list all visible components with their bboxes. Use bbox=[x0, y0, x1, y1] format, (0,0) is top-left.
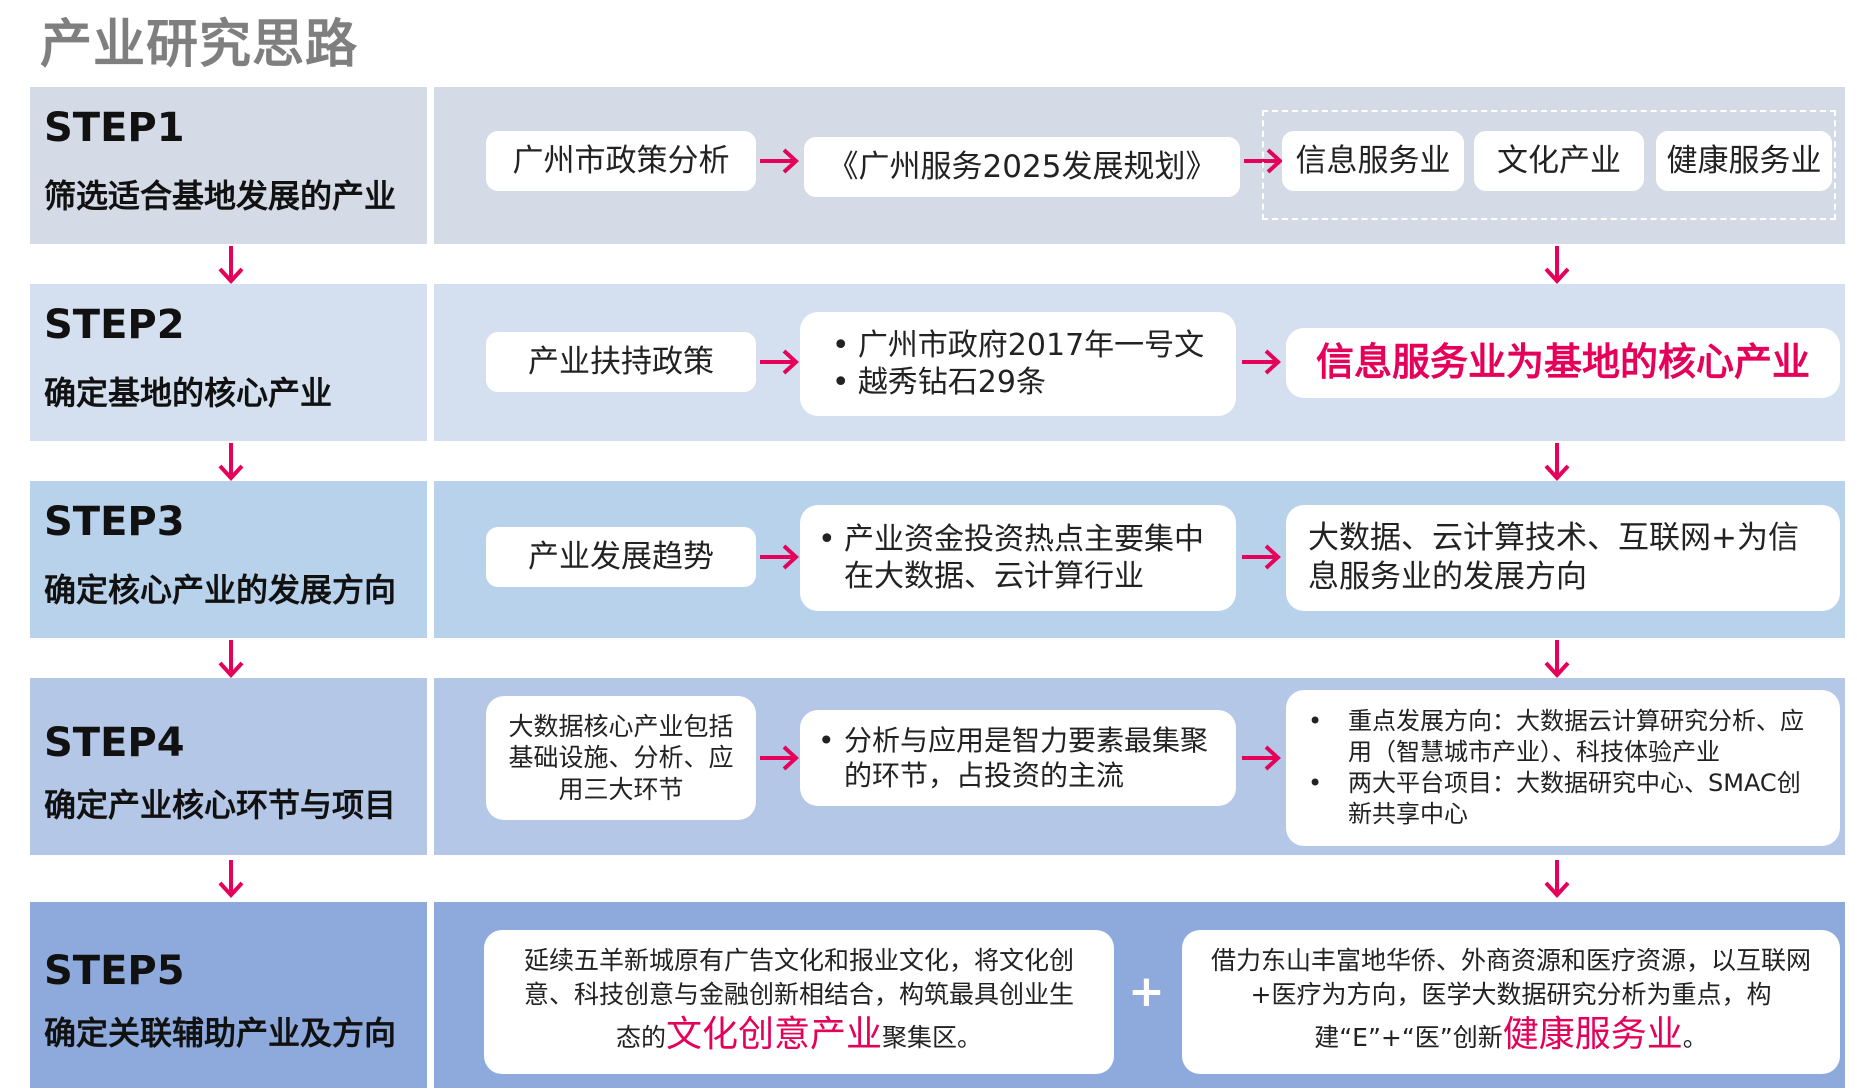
step2-policy-box: 产业扶持政策 bbox=[486, 332, 756, 392]
step1-description: 筛选适合基地发展的产业 bbox=[44, 177, 397, 215]
step1-industry-group bbox=[1262, 110, 1836, 220]
arrow-right-icon bbox=[760, 349, 799, 375]
arrow-down-icon bbox=[218, 860, 244, 898]
step1-number: STEP1 bbox=[44, 105, 185, 151]
step5-culture-text: 延续五羊新城原有广告文化和报业文化，将文化创意、科技创意与金融创新相结合，构筑最… bbox=[512, 944, 1086, 1060]
step5-content-panel: 延续五羊新城原有广告文化和报业文化，将文化创意、科技创意与金融创新相结合，构筑最… bbox=[434, 902, 1845, 1088]
step3-label-panel: STEP3 确定核心产业的发展方向 bbox=[30, 481, 427, 638]
step2-content-panel: 产业扶持政策 广州市政府2017年一号文 越秀钻石29条 信息服务业为基地的核心… bbox=[434, 284, 1845, 441]
arrow-right-icon bbox=[1242, 349, 1281, 375]
arrow-right-icon bbox=[760, 544, 799, 570]
step4-label-panel: STEP4 确定产业核心环节与项目 bbox=[30, 678, 427, 855]
step3-invest-box: 产业资金投资热点主要集中在大数据、云计算行业 bbox=[800, 505, 1236, 611]
step5-health-post: 。 bbox=[1682, 1023, 1708, 1053]
step4-analysis-list: 分析与应用是智力要素最集聚的环节，占投资的主流 bbox=[818, 723, 1218, 793]
plus-icon: + bbox=[1128, 966, 1165, 1017]
step5-health-highlight: 健康服务业 bbox=[1502, 1014, 1683, 1056]
step1-plan-box: 《广州服务2025发展规划》 bbox=[804, 137, 1240, 197]
step3-band: STEP3 确定核心产业的发展方向 产业发展趋势 产业资金投资热点主要集中在大数… bbox=[30, 481, 1845, 638]
arrow-right-icon bbox=[760, 745, 799, 771]
arrow-down-icon bbox=[1544, 443, 1570, 481]
step5-health-pre: 借力东山丰富地华侨、外商资源和医疗资源，以互联网+医疗为方向，医学大数据研究分析… bbox=[1210, 945, 1811, 1053]
arrow-right-icon bbox=[1242, 745, 1281, 771]
step5-label-panel: STEP5 确定关联辅助产业及方向 bbox=[30, 902, 427, 1088]
step3-direction-box: 大数据、云计算技术、互联网+为信息服务业的发展方向 bbox=[1286, 505, 1840, 611]
step5-description: 确定关联辅助产业及方向 bbox=[44, 1014, 397, 1052]
step2-description: 确定基地的核心产业 bbox=[44, 374, 333, 412]
step2-core-industry-box: 信息服务业为基地的核心产业 bbox=[1286, 328, 1840, 398]
arrow-down-icon bbox=[1544, 246, 1570, 284]
step5-health-text: 借力东山丰富地华侨、外商资源和医疗资源，以互联网+医疗为方向，医学大数据研究分析… bbox=[1210, 944, 1812, 1060]
step1-tag-culture: 文化产业 bbox=[1474, 131, 1644, 191]
arrow-right-icon bbox=[760, 148, 799, 174]
step4-number: STEP4 bbox=[44, 720, 185, 766]
step4-description: 确定产业核心环节与项目 bbox=[44, 786, 397, 824]
step4-band: STEP4 确定产业核心环节与项目 大数据核心产业包括基础设施、分析、应用三大环… bbox=[30, 678, 1845, 855]
arrow-down-icon bbox=[1544, 860, 1570, 898]
step3-trend-box: 产业发展趋势 bbox=[486, 527, 756, 587]
step5-number: STEP5 bbox=[44, 948, 185, 994]
step1-tag-info-service: 信息服务业 bbox=[1282, 131, 1464, 191]
list-item: 两大平台项目：大数据研究中心、SMAC创新共享中心 bbox=[1308, 768, 1820, 830]
list-item: 重点发展方向：大数据云计算研究分析、应用（智慧城市产业）、科技体验产业 bbox=[1308, 706, 1820, 768]
step2-docs-box: 广州市政府2017年一号文 越秀钻石29条 bbox=[800, 312, 1236, 416]
arrow-down-icon bbox=[218, 246, 244, 284]
arrow-down-icon bbox=[218, 640, 244, 678]
step5-health-box: 借力东山丰富地华侨、外商资源和医疗资源，以互联网+医疗为方向，医学大数据研究分析… bbox=[1182, 930, 1840, 1074]
step2-docs-list: 广州市政府2017年一号文 越秀钻石29条 bbox=[832, 327, 1204, 402]
arrow-down-icon bbox=[218, 443, 244, 481]
step1-tag-health: 健康服务业 bbox=[1656, 131, 1832, 191]
step1-content-panel: 广州市政策分析 《广州服务2025发展规划》 信息服务业 文化产业 健康服务业 bbox=[434, 87, 1845, 244]
step4-analysis-box: 分析与应用是智力要素最集聚的环节，占投资的主流 bbox=[800, 710, 1236, 806]
step1-band: STEP1 筛选适合基地发展的产业 广州市政策分析 《广州服务2025发展规划》… bbox=[30, 87, 1845, 244]
arrow-down-icon bbox=[1544, 640, 1570, 678]
step3-content-panel: 产业发展趋势 产业资金投资热点主要集中在大数据、云计算行业 大数据、云计算技术、… bbox=[434, 481, 1845, 638]
step4-projects-box: 重点发展方向：大数据云计算研究分析、应用（智慧城市产业）、科技体验产业 两大平台… bbox=[1286, 690, 1840, 846]
step2-number: STEP2 bbox=[44, 302, 185, 348]
list-item: 产业资金投资热点主要集中在大数据、云计算行业 bbox=[818, 521, 1218, 596]
step2-band: STEP2 确定基地的核心产业 产业扶持政策 广州市政府2017年一号文 越秀钻… bbox=[30, 284, 1845, 441]
step3-description: 确定核心产业的发展方向 bbox=[44, 571, 397, 609]
list-item: 越秀钻石29条 bbox=[832, 364, 1204, 402]
step5-culture-highlight: 文化创意产业 bbox=[665, 1014, 882, 1056]
step5-culture-box: 延续五羊新城原有广告文化和报业文化，将文化创意、科技创意与金融创新相结合，构筑最… bbox=[484, 930, 1114, 1074]
step2-label-panel: STEP2 确定基地的核心产业 bbox=[30, 284, 427, 441]
step5-culture-pre: 延续五羊新城原有广告文化和报业文化，将文化创意、科技创意与金融创新相结合，构筑最… bbox=[523, 945, 1074, 1053]
step5-culture-post: 聚集区。 bbox=[882, 1023, 983, 1053]
arrow-right-icon bbox=[1242, 544, 1281, 570]
list-item: 广州市政府2017年一号文 bbox=[832, 327, 1204, 365]
step3-invest-list: 产业资金投资热点主要集中在大数据、云计算行业 bbox=[818, 521, 1218, 596]
page-title: 产业研究思路 bbox=[40, 15, 359, 75]
step4-projects-list: 重点发展方向：大数据云计算研究分析、应用（智慧城市产业）、科技体验产业 两大平台… bbox=[1308, 706, 1820, 831]
step5-band: STEP5 确定关联辅助产业及方向 延续五羊新城原有广告文化和报业文化，将文化创… bbox=[30, 902, 1845, 1088]
step1-label-panel: STEP1 筛选适合基地发展的产业 bbox=[30, 87, 427, 244]
list-item: 分析与应用是智力要素最集聚的环节，占投资的主流 bbox=[818, 723, 1218, 793]
step1-policy-box: 广州市政策分析 bbox=[486, 131, 756, 191]
step4-content-panel: 大数据核心产业包括基础设施、分析、应用三大环节 分析与应用是智力要素最集聚的环节… bbox=[434, 678, 1845, 855]
arrow-right-icon bbox=[1244, 148, 1283, 174]
step4-segments-box: 大数据核心产业包括基础设施、分析、应用三大环节 bbox=[486, 696, 756, 820]
step3-number: STEP3 bbox=[44, 499, 185, 545]
